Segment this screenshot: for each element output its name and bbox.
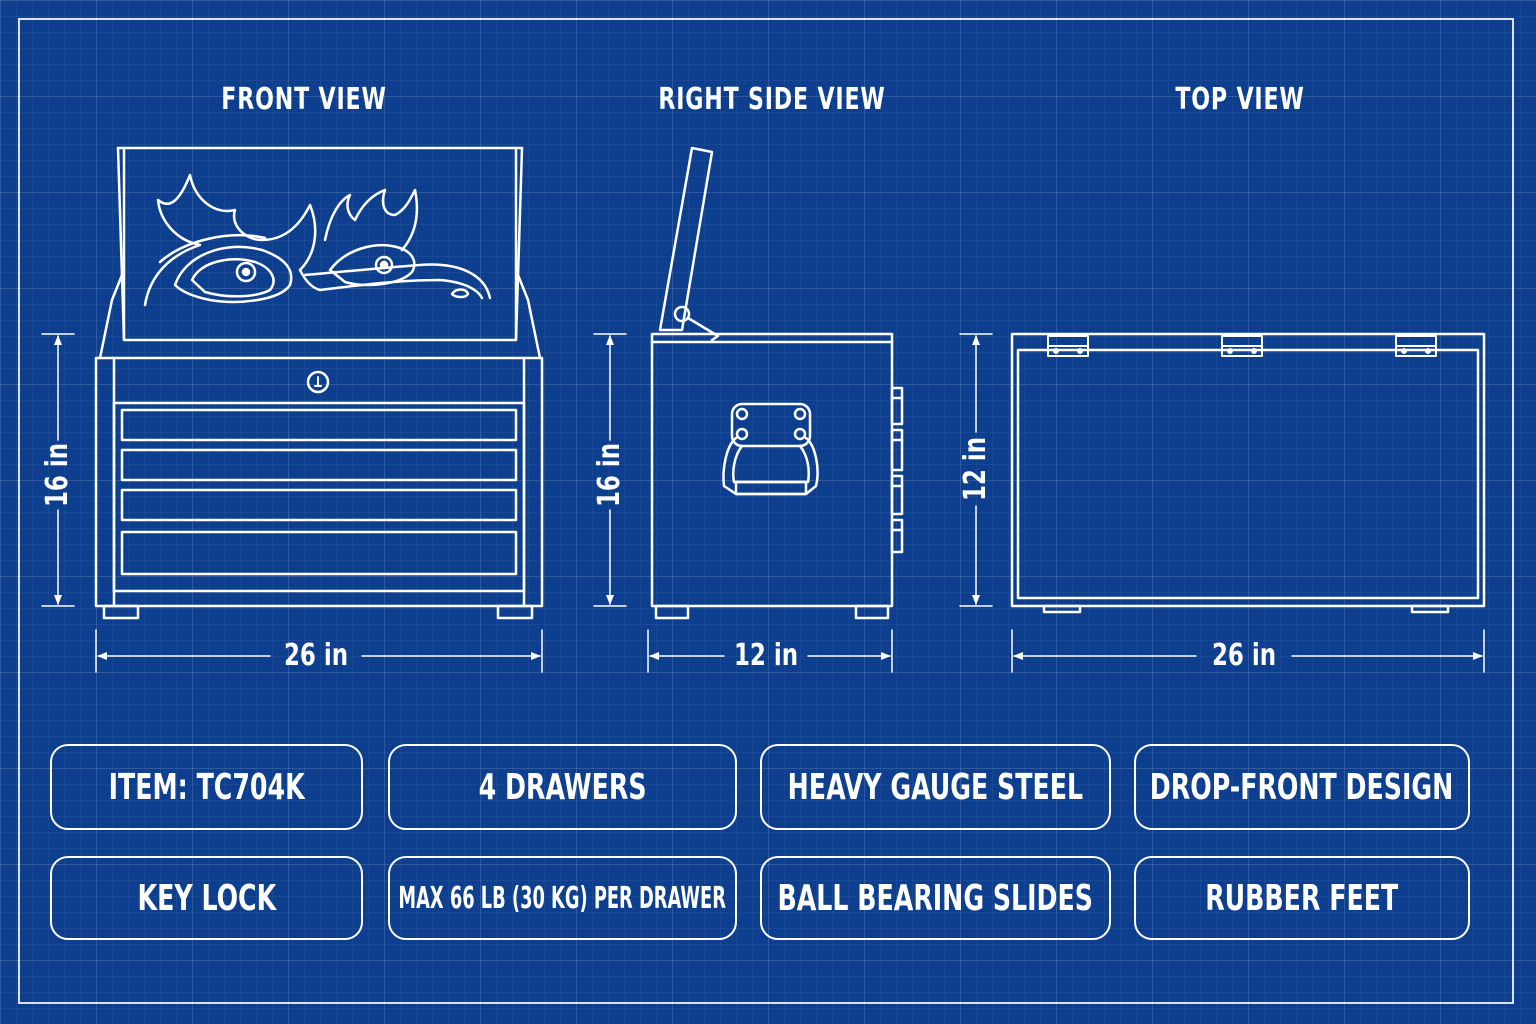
top-depth-label: 12 in xyxy=(958,436,993,502)
front-view-title: FRONT VIEW xyxy=(221,82,387,117)
front-width-label: 26 in xyxy=(283,638,349,673)
front-dimensions xyxy=(41,333,543,673)
blueprint-frame xyxy=(18,18,1514,1004)
feature-drop-front: DROP-FRONT DESIGN xyxy=(1134,744,1470,830)
front-body xyxy=(94,356,544,620)
top-dimensions xyxy=(959,333,1485,673)
mascot-art xyxy=(143,173,492,307)
feature-max-load: MAX 66 LB (30 KG) PER DRAWER xyxy=(388,856,737,940)
side-body xyxy=(650,332,904,620)
feature-rubber-feet: RUBBER FEET xyxy=(1134,856,1470,940)
side-view-title: RIGHT SIDE VIEW xyxy=(658,82,886,117)
top-view-title: TOP VIEW xyxy=(1175,82,1305,117)
feature-key-lock: KEY LOCK xyxy=(50,856,363,940)
side-width-label: 12 in xyxy=(733,638,799,673)
top-view-drawing xyxy=(959,332,1486,673)
feature-drawers: 4 DRAWERS xyxy=(388,744,737,830)
feature-slides: BALL BEARING SLIDES xyxy=(760,856,1111,940)
side-lid xyxy=(658,146,720,342)
front-lid-panel xyxy=(98,146,542,360)
feature-steel: HEAVY GAUGE STEEL xyxy=(760,744,1111,830)
front-height-label: 16 in xyxy=(40,442,75,508)
hinge-icon xyxy=(1047,335,1437,357)
top-width-label: 26 in xyxy=(1211,638,1277,673)
side-height-label: 16 in xyxy=(592,442,627,508)
side-view-drawing xyxy=(593,146,904,673)
side-dimensions xyxy=(593,333,893,673)
front-view-drawing xyxy=(41,146,544,673)
side-handle-icon xyxy=(722,402,819,496)
key-lock-icon xyxy=(306,370,330,394)
feature-item-number: ITEM: TC704K xyxy=(50,744,363,830)
